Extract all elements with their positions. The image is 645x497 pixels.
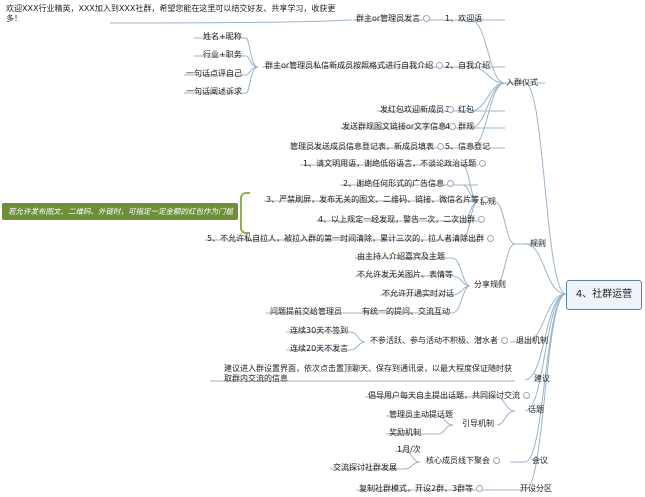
node-share-flow[interactable]: 有统一的提问、交流互动 <box>362 307 450 317</box>
leaf-rules-label: 发送群规图文链接or文字信息 <box>342 122 447 131</box>
collapse-circle-icon[interactable] <box>482 196 490 203</box>
node-welcome-label: 1、欢迎语 <box>445 14 483 23</box>
root-node[interactable]: 4、社群运营 <box>566 280 642 310</box>
collapse-circle-icon[interactable] <box>487 235 495 242</box>
branch-entry-ritual-label: 入群仪式 <box>506 78 538 87</box>
branch-topic[interactable]: 话题 <box>528 405 544 415</box>
branch-rules[interactable]: 规则 <box>530 239 546 249</box>
node-intro[interactable]: 2、自我介绍 <box>445 61 490 71</box>
node-rules[interactable]: 4、群规 <box>445 122 474 132</box>
leaf-group-rule: 1、请文明用语，谢绝低俗语言，不谈论政治话题 <box>303 159 487 169</box>
branch-topic-label: 话题 <box>528 405 544 414</box>
callout-bracket <box>240 192 250 234</box>
node-share-rules[interactable]: 分享规则 <box>474 280 506 290</box>
leaf-group-rule: 3、严禁刷屏，发布无关的图文、二维码、链接、微信名片等 <box>266 195 490 205</box>
node-welcome[interactable]: 1、欢迎语 <box>445 14 482 24</box>
leaf-topic-text: 倡导用户每天自主提出话题，共同探讨交流 <box>368 391 530 401</box>
node-register-label: 5、信息登记 <box>445 142 491 151</box>
leaf-subgroups: 复制社群模式，开设2群、3群等 <box>359 484 484 494</box>
leaf-share-rule: 不允许发无关图片、表情等 <box>357 270 453 279</box>
node-meeting-offline-label: 核心成员线下聚会 <box>426 456 490 465</box>
node-meeting-offline[interactable]: 核心成员线下聚会 <box>426 456 500 466</box>
branch-suggestion-label: 建议 <box>534 374 550 383</box>
leaf-group-rule-text: 4、以上规定一经发现，警告一次，二次出群 <box>318 215 476 224</box>
node-intro-label: 2、自我介绍 <box>445 61 491 70</box>
leaf-group-rule: 5、不允许私自拉人，被拉入群的第一时间清除，累计三次的，拉人者清除出群 <box>207 234 495 244</box>
collapse-circle-icon[interactable] <box>449 123 457 130</box>
branch-meeting-label: 会议 <box>532 456 548 465</box>
leaf-suggestion: 建议进入群设置界面，依次点击置顶聊天、保存到通讯录，以最大程度保证随时获取群内交… <box>224 364 512 383</box>
collapse-circle-icon[interactable] <box>436 62 444 69</box>
collapse-circle-icon[interactable] <box>437 143 444 150</box>
collapse-circle-icon[interactable] <box>447 106 454 113</box>
node-redpack-label: 3、红包 <box>445 105 475 114</box>
collapse-circle-icon[interactable] <box>501 337 508 344</box>
leaf-meeting-item: 交流探讨社群发展 <box>333 463 397 472</box>
leaf-redpack: 发红包欢迎新成员 <box>380 105 454 115</box>
node-guide-label: 引导机制 <box>462 419 494 428</box>
collapse-circle-icon[interactable] <box>447 180 455 187</box>
leaf-intro-item: 行业+职务 <box>203 50 242 59</box>
leaf-exit-item: 连续20天不发言 <box>290 344 349 353</box>
leaf-rules: 发送群规图文链接or文字信息 <box>342 122 457 132</box>
node-share-flow-label: 有统一的提问、交流互动 <box>362 307 450 316</box>
leaf-group-rule-text: 3、严禁刷屏，发布无关的图文、二维码、链接、微信名片等 <box>266 195 480 204</box>
node-rules-label: 4、群规 <box>445 122 475 131</box>
node-intro-instruction[interactable]: 群主or管理员私信新成员按照格式进行自我介绍 <box>265 61 444 71</box>
leaf-topic-text-label: 倡导用户每天自主提出话题，共同探讨交流 <box>368 391 520 400</box>
leaf-register-label: 管理员发送成员信息登记表，新成员填表 <box>290 142 434 151</box>
branch-exit-label: 退出机制 <box>516 336 548 345</box>
leaf-redpack-label: 发红包欢迎新成员 <box>380 105 444 114</box>
node-guide[interactable]: 引导机制 <box>462 419 494 429</box>
leaf-exit-item: 连续30天不签到 <box>290 326 349 335</box>
node-share-rules-label: 分享规则 <box>474 280 506 289</box>
collapse-circle-icon[interactable] <box>523 392 530 399</box>
leaf-share-flow: 问题提前交给管理员 <box>270 307 342 316</box>
leaf-group-rule-text: 2、谢绝任何形式的广告信息 <box>343 179 445 188</box>
leaf-meeting-item: 1月/次 <box>397 445 421 454</box>
leaf-intro-item: 姓名+昵称 <box>203 32 242 41</box>
leaf-register: 管理员发送成员信息登记表，新成员填表 <box>290 142 444 152</box>
node-exit-criteria[interactable]: 不参活跃、参与活动不积极、潜水者 <box>370 336 508 346</box>
leaf-intro-item: 一句话点评自己 <box>186 69 242 78</box>
leaf-guide-item: 奖励机制 <box>389 428 421 437</box>
leaf-intro-item: 一句话阐述诉求 <box>186 87 242 96</box>
branch-exit[interactable]: 退出机制 <box>516 336 548 346</box>
callout-note: 若允许发布图文、二维码、外链时，可指定一定金额的红包作为门槛 <box>2 203 238 220</box>
node-redpack[interactable]: 3、红包 <box>445 105 474 115</box>
leaf-guide-item: 管理员主动提话题 <box>389 410 453 419</box>
branch-entry-ritual[interactable]: 入群仪式 <box>506 78 538 88</box>
node-welcome-speaker[interactable]: 群主or管理员发言 <box>356 14 431 24</box>
leaf-group-rule: 4、以上规定一经发现，警告一次，二次出群 <box>318 215 486 225</box>
leaf-share-rule: 由主持人介绍嘉宾及主题 <box>357 252 445 261</box>
collapse-circle-icon[interactable] <box>478 216 486 223</box>
node-register[interactable]: 5、信息登记 <box>445 142 490 152</box>
node-welcome-speaker-label: 群主or管理员发言 <box>356 14 421 23</box>
branch-rules-label: 规则 <box>530 239 546 248</box>
branch-meeting[interactable]: 会议 <box>532 456 548 466</box>
branch-subgroups-label: 开设分区 <box>520 484 552 493</box>
branch-suggestion[interactable]: 建议 <box>534 374 550 384</box>
collapse-circle-icon[interactable] <box>479 160 487 167</box>
collapse-circle-icon[interactable] <box>493 457 500 464</box>
leaf-group-rule: 2、谢绝任何形式的广告信息 <box>343 179 455 189</box>
collapse-circle-icon[interactable] <box>423 15 431 22</box>
branch-subgroups[interactable]: 开设分区 <box>520 484 552 494</box>
leaf-share-rule: 不允许开通实时对话 <box>382 289 454 298</box>
leaf-group-rule-text: 1、请文明用语，谢绝低俗语言，不谈论政治话题 <box>303 159 477 168</box>
leaf-welcome-text: 欢迎XXX行业精英，XXX加入到XXX社群，希望您能在这里可以结交好友、共享学习… <box>6 4 336 23</box>
node-exit-criteria-label: 不参活跃、参与活动不积极、潜水者 <box>370 336 498 345</box>
node-intro-instruction-label: 群主or管理员私信新成员按照格式进行自我介绍 <box>265 61 434 70</box>
leaf-subgroups-label: 复制社群模式，开设2群、3群等 <box>359 484 474 493</box>
collapse-circle-icon[interactable] <box>476 485 484 492</box>
leaf-group-rule-text: 5、不允许私自拉人，被拉入群的第一时间清除，累计三次的，拉人者清除出群 <box>207 234 485 243</box>
